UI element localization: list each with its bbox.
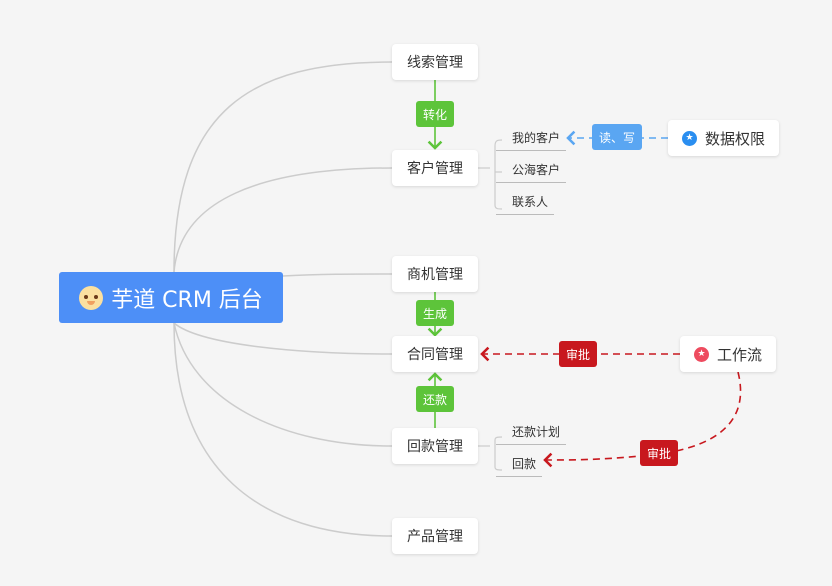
node-label: 产品管理 (407, 529, 463, 545)
leaf-public-customers[interactable]: 公海客户 (496, 161, 567, 183)
star-icon: ★ (682, 130, 697, 146)
leaf-contacts[interactable]: 联系人 (496, 193, 555, 215)
node-label: 数据权限 (705, 129, 766, 148)
leaf-repayment-plan[interactable]: 还款计划 (496, 423, 567, 445)
tag-convert: 转化 (416, 101, 454, 127)
node-clue-management[interactable]: 线索管理 (392, 44, 478, 80)
branch-lines (173, 61, 393, 537)
node-product-management[interactable]: 产品管理 (392, 518, 478, 554)
branch-line-customer (173, 167, 393, 273)
node-receivable-management[interactable]: 回款管理 (392, 428, 478, 464)
branch-line-contract (173, 322, 393, 355)
root-node[interactable]: 芋道 CRM 后台 (59, 272, 283, 323)
tag-generate: 生成 (416, 300, 454, 326)
branch-line-receivable (173, 322, 393, 447)
node-data-permission[interactable]: ★ 数据权限 (668, 120, 779, 156)
shiba-dog-icon (79, 285, 104, 310)
tag-repay: 还款 (416, 386, 454, 412)
node-label: 回款管理 (407, 439, 463, 455)
node-customer-management[interactable]: 客户管理 (392, 150, 478, 186)
node-label: 合同管理 (407, 347, 463, 363)
tag-approve-receivable: 审批 (640, 440, 678, 466)
node-label: 线索管理 (407, 55, 463, 71)
tag-approve-contract: 审批 (559, 341, 597, 367)
node-business-management[interactable]: 商机管理 (392, 256, 478, 292)
tag-read-write: 读、写 (592, 124, 642, 150)
branch-line-business (282, 273, 393, 277)
node-label: 工作流 (717, 345, 763, 364)
node-label: 商机管理 (407, 267, 463, 283)
node-label: 客户管理 (407, 161, 463, 177)
leaf-receivable[interactable]: 回款 (496, 455, 543, 477)
sub-branch-lines (478, 139, 503, 471)
node-contract-management[interactable]: 合同管理 (392, 336, 478, 372)
leaf-my-customers[interactable]: 我的客户 (496, 129, 567, 151)
node-workflow[interactable]: ★ 工作流 (680, 336, 776, 372)
branch-line-product (173, 322, 393, 537)
star-icon: ★ (694, 346, 709, 362)
branch-line-clue (173, 61, 393, 273)
root-label: 芋道 CRM 后台 (111, 287, 263, 313)
